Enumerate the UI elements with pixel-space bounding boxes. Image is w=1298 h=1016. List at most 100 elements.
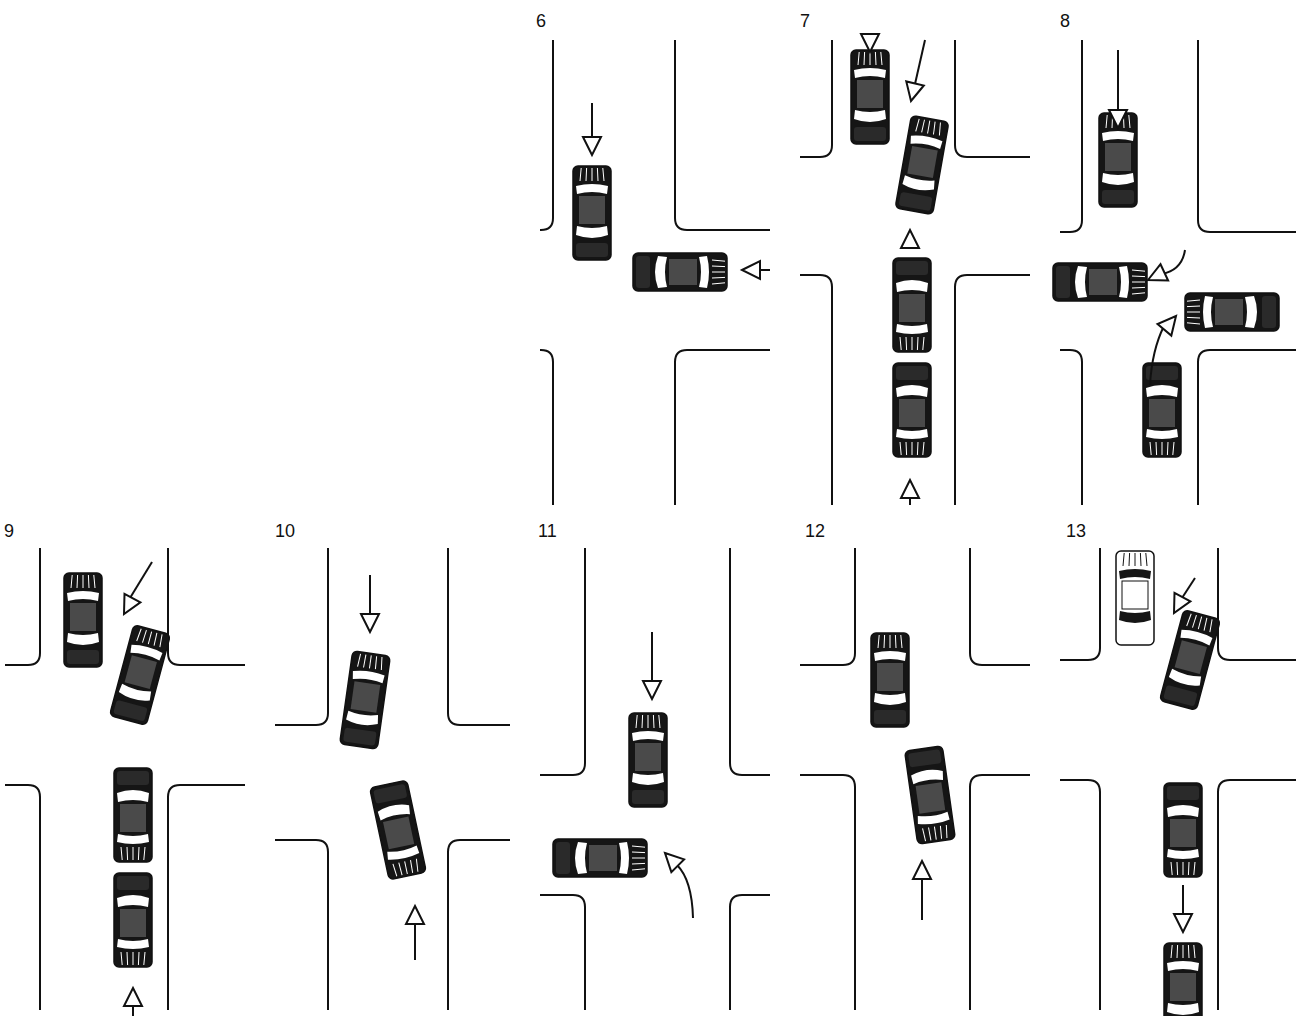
car-trunk-line [900,442,901,455]
car-hood [117,771,149,785]
car-body [1185,293,1279,331]
car-hood [1262,296,1276,328]
car-symbol [1159,610,1220,711]
car-trunk-line [1194,862,1195,875]
car-rear-window [117,939,149,949]
car-rear-window [1167,849,1199,859]
car-trunk-line [923,337,924,350]
car-trunk-line [1203,618,1207,631]
car-symbol [893,258,931,352]
car-hood [636,256,650,288]
car-trunk-line [410,860,413,873]
car-trunk-line [144,952,145,965]
car-trunk-line [901,635,902,648]
car-trunk-line [133,847,134,860]
car-hood [1119,628,1151,642]
arrow-head [1158,310,1183,335]
car-trunk-line [1132,282,1145,283]
car-hood [1056,266,1070,298]
panel-number: 11 [538,522,557,540]
car-trunk-line [1188,862,1190,875]
arrow-head [583,137,601,155]
car-trunk-line [375,656,377,669]
car-trunk-line [77,575,79,588]
car-trunk-line [88,575,90,588]
car-windshield [874,693,906,705]
car-rear-window [619,842,629,874]
car-roof [1105,143,1131,171]
car-trunk-line [1209,619,1214,632]
arrow-head [1174,914,1192,932]
car-trunk-line [580,168,581,181]
car-trunk-line [912,442,913,455]
car-roof [857,80,883,108]
car-windshield [1245,296,1257,328]
car-roof [1149,399,1175,427]
car-body [633,253,727,291]
car-body [851,50,889,144]
car-trunk-line [399,862,402,875]
car-trunk-line [659,715,660,728]
arrow-shaft [369,575,371,614]
arrow-shaft [1150,326,1164,385]
car-rear-window [1119,569,1151,579]
car-body [1164,783,1202,877]
arrow-shaft [1117,50,1119,110]
car-windshield [655,256,667,288]
car-hood [896,366,928,380]
car-trunk-line [592,168,593,181]
car-rear-window [632,731,664,741]
car-trunk-line [916,119,919,132]
car-trunk-line [1132,293,1145,294]
car-symbol [573,166,611,260]
arrow-shaft [651,632,653,681]
car-rear-window [1179,628,1212,646]
car-body [553,839,647,877]
car-trunk-line [159,634,164,647]
car-trunk-line [1123,553,1124,566]
car-trunk-line [858,52,859,65]
arrow-shaft [1182,578,1195,598]
car-windshield [117,895,149,907]
car-trunk-line [912,337,913,350]
car-roof [383,817,414,850]
car-symbol [1116,551,1154,645]
car-roof [125,655,157,689]
car-symbol [1053,263,1147,301]
car-body [340,651,391,749]
car-hood [556,842,570,874]
panel-number: 12 [805,522,825,540]
arrow-head [406,906,424,924]
car-roof [916,782,946,813]
car-hood [1163,685,1198,707]
car-roof [120,909,146,937]
car-trunk-line [1156,442,1158,455]
car-rear-window [1102,131,1134,141]
car-roof [1170,819,1196,847]
car-trunk-line [632,852,645,854]
arrow-shaft [130,562,152,598]
car-trunk-line [586,168,588,181]
car-trunk-line [878,635,879,648]
car-windshield [896,280,928,292]
car-roof [579,196,605,224]
car-trunk-line [923,442,924,455]
car-windshield [576,226,608,238]
car-roof [1122,581,1148,609]
car-trunk-line [712,272,725,273]
curb-line [1060,548,1296,1010]
car-hood [908,749,942,767]
car-windshield [1167,1003,1199,1015]
car-body [1164,943,1202,1016]
arrow-head [124,988,142,1006]
car-symbol [893,363,931,457]
car-body [109,625,170,726]
car-trunk-line [934,827,936,840]
car-rear-window [576,184,608,194]
car-rear-window [896,324,928,334]
car-body [64,573,102,667]
car-trunk-line [636,715,637,728]
car-trunk-line [632,858,645,859]
car-trunk-line [1188,945,1190,958]
car-rear-window [896,429,928,439]
